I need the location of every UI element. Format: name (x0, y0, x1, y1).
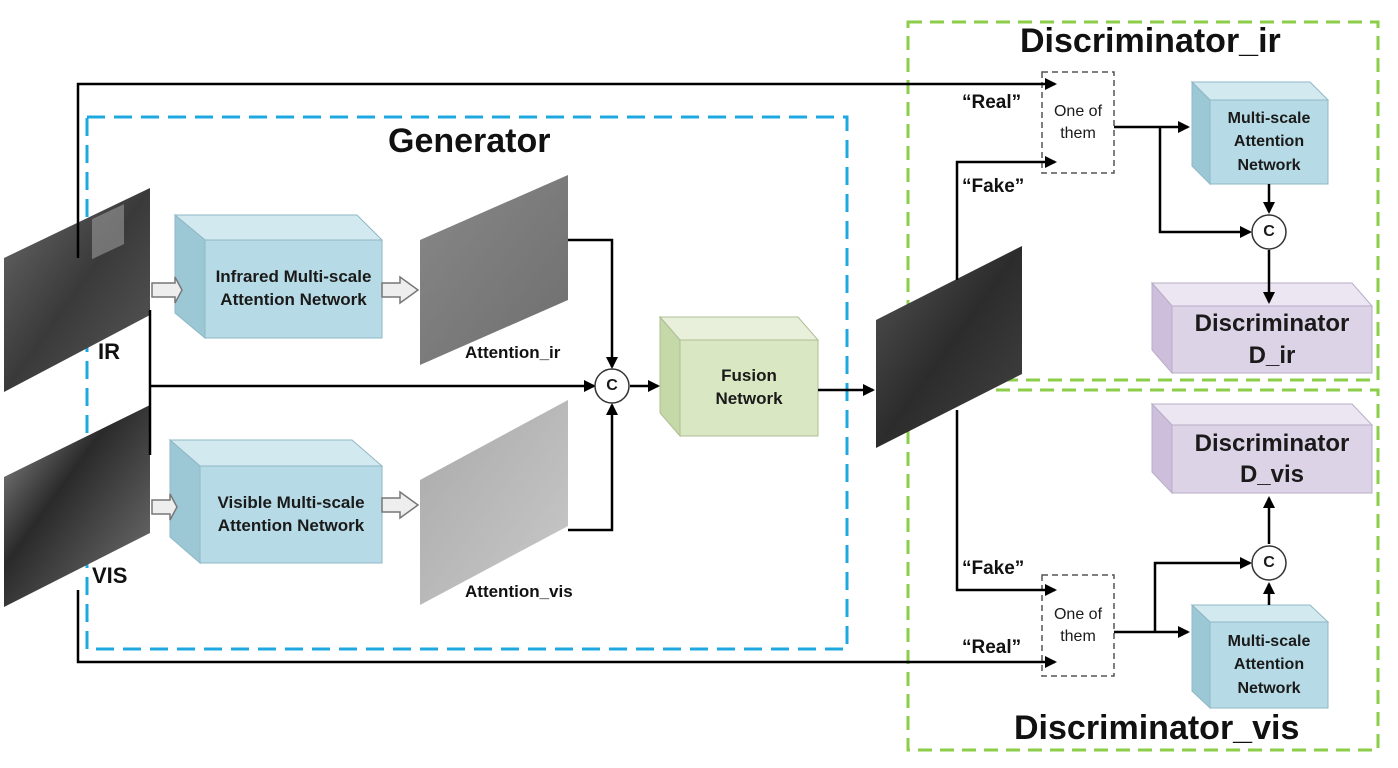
vis-input-image (4, 405, 150, 607)
msa-network-vis-box (1209, 621, 1329, 709)
vis-to-net-arrow (151, 493, 178, 521)
generator-title: Generator (388, 122, 551, 160)
concat-node-disc-vis (1251, 545, 1287, 581)
ir-to-net-arrow (151, 276, 183, 304)
fusion-network-box (679, 339, 819, 437)
attention-vis-image (420, 400, 568, 605)
attention-vis-label: Attention_vis (465, 582, 573, 601)
discriminator-dir-box (1171, 305, 1373, 374)
discriminator-dvis-box (1171, 424, 1373, 494)
ir-label: IR (98, 339, 120, 364)
one-of-them-vis-label: One of them (1053, 605, 1103, 645)
concat-node-disc-ir (1251, 214, 1287, 250)
vis-attention-network-box (199, 465, 383, 564)
generator-region (85, 115, 849, 651)
msa-network-ir-label: Multi-scale Attention Network (1227, 110, 1311, 174)
vis-net-to-attention-arrow (381, 490, 420, 520)
discriminator-vis-title: Discriminator_vis (1014, 709, 1300, 747)
real-label-ir: “Real” (962, 92, 1022, 113)
ir-image-detail (92, 204, 124, 260)
connections (76, 78, 1275, 668)
discriminator-ir-title: Discriminator_ir (1020, 22, 1281, 60)
concat-symbol-generator: C (606, 377, 618, 395)
ir-attention-network-label: Infrared Multi-scale Attention Network (215, 267, 372, 309)
ir-net-to-attention-arrow (381, 275, 420, 305)
real-label-vis: “Real” (962, 637, 1022, 658)
fake-label-vis: “Fake” (962, 558, 1025, 579)
discriminator-dvis-label: Discriminator D_vis (1194, 429, 1350, 488)
vis-attention-network-label: Visible Multi-scale Attention Network (217, 492, 365, 535)
discriminator-ir-region (906, 20, 1380, 382)
fused-image (876, 246, 1022, 448)
attention-ir-label: Attention_ir (465, 343, 561, 362)
ir-attention-network-box (204, 239, 383, 339)
fusion-network-label: Fusion Network (715, 366, 783, 408)
concat-symbol-disc-vis: C (1263, 554, 1275, 572)
concat-node-generator (594, 368, 630, 404)
msa-network-ir-box (1209, 99, 1329, 185)
fake-label-ir: “Fake” (962, 176, 1025, 197)
one-of-them-ir-label: One of them (1053, 102, 1103, 142)
msa-network-vis-label: Multi-scale Attention Network (1227, 633, 1311, 697)
discriminator-dir-label: Discriminator D_ir (1194, 310, 1350, 369)
attention-ir-image (420, 175, 568, 365)
discriminator-vis-region (906, 388, 1380, 752)
concat-symbol-disc-ir: C (1263, 223, 1275, 241)
vis-label: VIS (92, 563, 128, 588)
